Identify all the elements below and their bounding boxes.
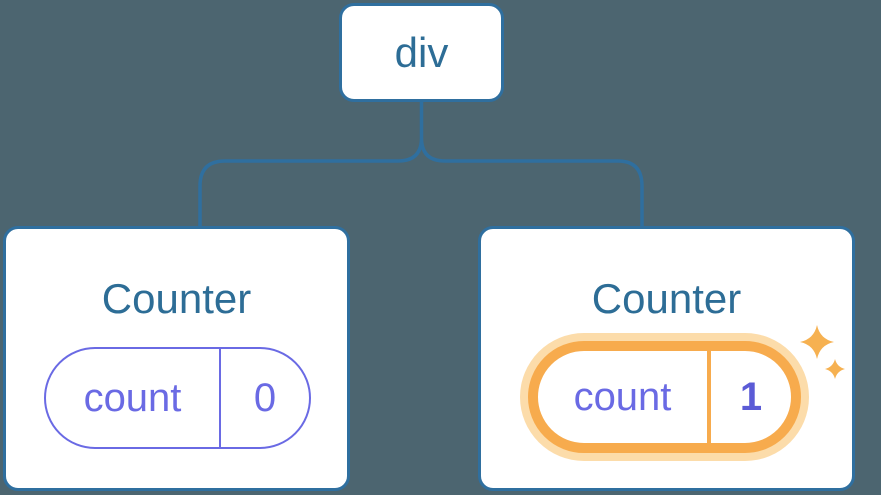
root-node-div: div <box>339 3 504 102</box>
counter-node-left: Counter count 0 <box>3 226 350 491</box>
counter-node-right: Counter count 1 <box>478 226 855 491</box>
state-pill: count 0 <box>44 347 311 449</box>
counter-title: Counter <box>101 275 252 322</box>
state-key: count <box>538 351 711 443</box>
sparkle-large <box>800 325 834 359</box>
root-node-label: div <box>394 28 449 76</box>
connector-path <box>198 100 644 228</box>
sparkle-small <box>825 359 845 379</box>
state-value: 1 <box>739 374 763 419</box>
state-key: count <box>46 349 221 447</box>
state-value: 0 <box>253 375 277 420</box>
state-pill-highlighted: count 1 <box>528 341 801 453</box>
counter-title: Counter <box>591 275 742 322</box>
